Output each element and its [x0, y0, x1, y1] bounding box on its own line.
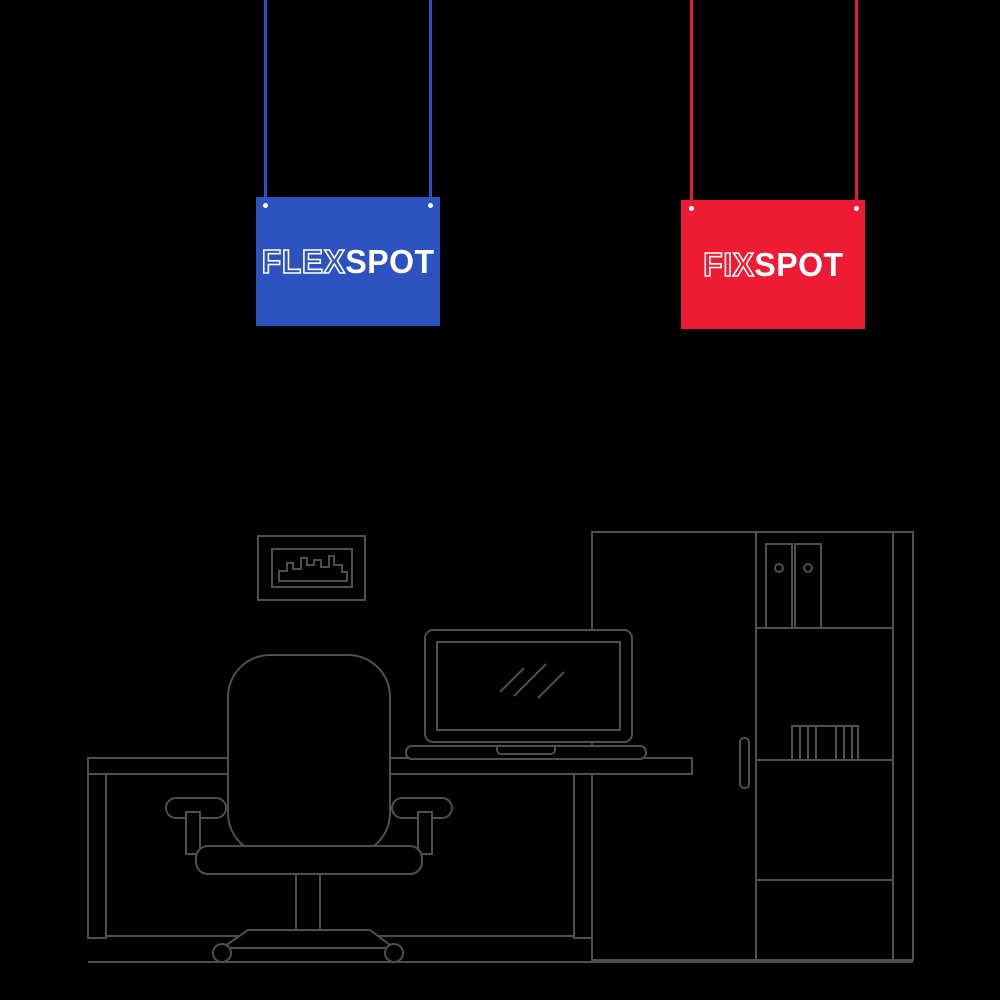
- fix-sign-cord-left: [690, 0, 693, 204]
- skyline-art: [279, 556, 347, 581]
- fix-sign-cord-right: [855, 0, 858, 204]
- office-chair: [166, 655, 452, 962]
- cabinet-handle: [740, 738, 749, 788]
- chair-back: [228, 655, 390, 855]
- books: [792, 726, 858, 760]
- grommet-icon: [428, 203, 433, 208]
- fixspot-label-solid-part: SPOT: [754, 245, 844, 283]
- chair-base: [222, 930, 394, 948]
- picture-frame: [258, 536, 365, 600]
- chair-wheel: [213, 944, 231, 962]
- chair-lift: [296, 874, 320, 932]
- grommet-icon: [689, 206, 694, 211]
- grommet-icon: [854, 206, 859, 211]
- flexspot-sign: FLEXSPOT: [256, 197, 440, 326]
- grommet-icon: [263, 203, 268, 208]
- chair-wheel: [385, 944, 403, 962]
- fixspot-sign-label: FIXSPOT: [702, 245, 844, 284]
- cabinet: [592, 532, 913, 960]
- binder-icon: [766, 544, 792, 628]
- binder-icon: [795, 544, 821, 628]
- fixspot-label-outline-part: FIX: [702, 245, 755, 284]
- screen-glare: [500, 664, 564, 698]
- flexspot-sign-label: FLEXSPOT: [261, 242, 435, 281]
- flex-sign-cord-right: [429, 0, 432, 201]
- flexspot-label-outline-part: FLEX: [261, 242, 346, 281]
- flex-sign-cord-left: [264, 0, 267, 201]
- chair-seat: [196, 846, 422, 874]
- laptop: [406, 630, 646, 759]
- flexspot-label-solid-part: SPOT: [345, 242, 435, 280]
- fixspot-sign: FIXSPOT: [681, 200, 865, 329]
